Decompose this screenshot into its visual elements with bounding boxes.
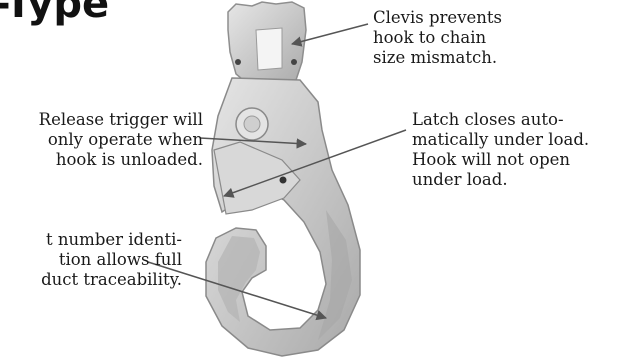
trigger-callout: Release trigger will only operate when h… bbox=[0, 110, 203, 170]
release-trigger bbox=[236, 108, 268, 140]
latch-pivot-pin bbox=[280, 177, 287, 184]
clevis-pin-right bbox=[291, 59, 297, 65]
hook-body bbox=[206, 78, 360, 356]
page-heading-fragment: -Type bbox=[0, 0, 109, 24]
clevis-callout: Clevis prevents hook to chain size misma… bbox=[373, 8, 502, 68]
latch-callout: Latch closes auto- matically under load.… bbox=[412, 110, 589, 190]
clevis-pin-left bbox=[235, 59, 241, 65]
serial-callout: t number identi- tion allows full duct t… bbox=[0, 230, 182, 290]
